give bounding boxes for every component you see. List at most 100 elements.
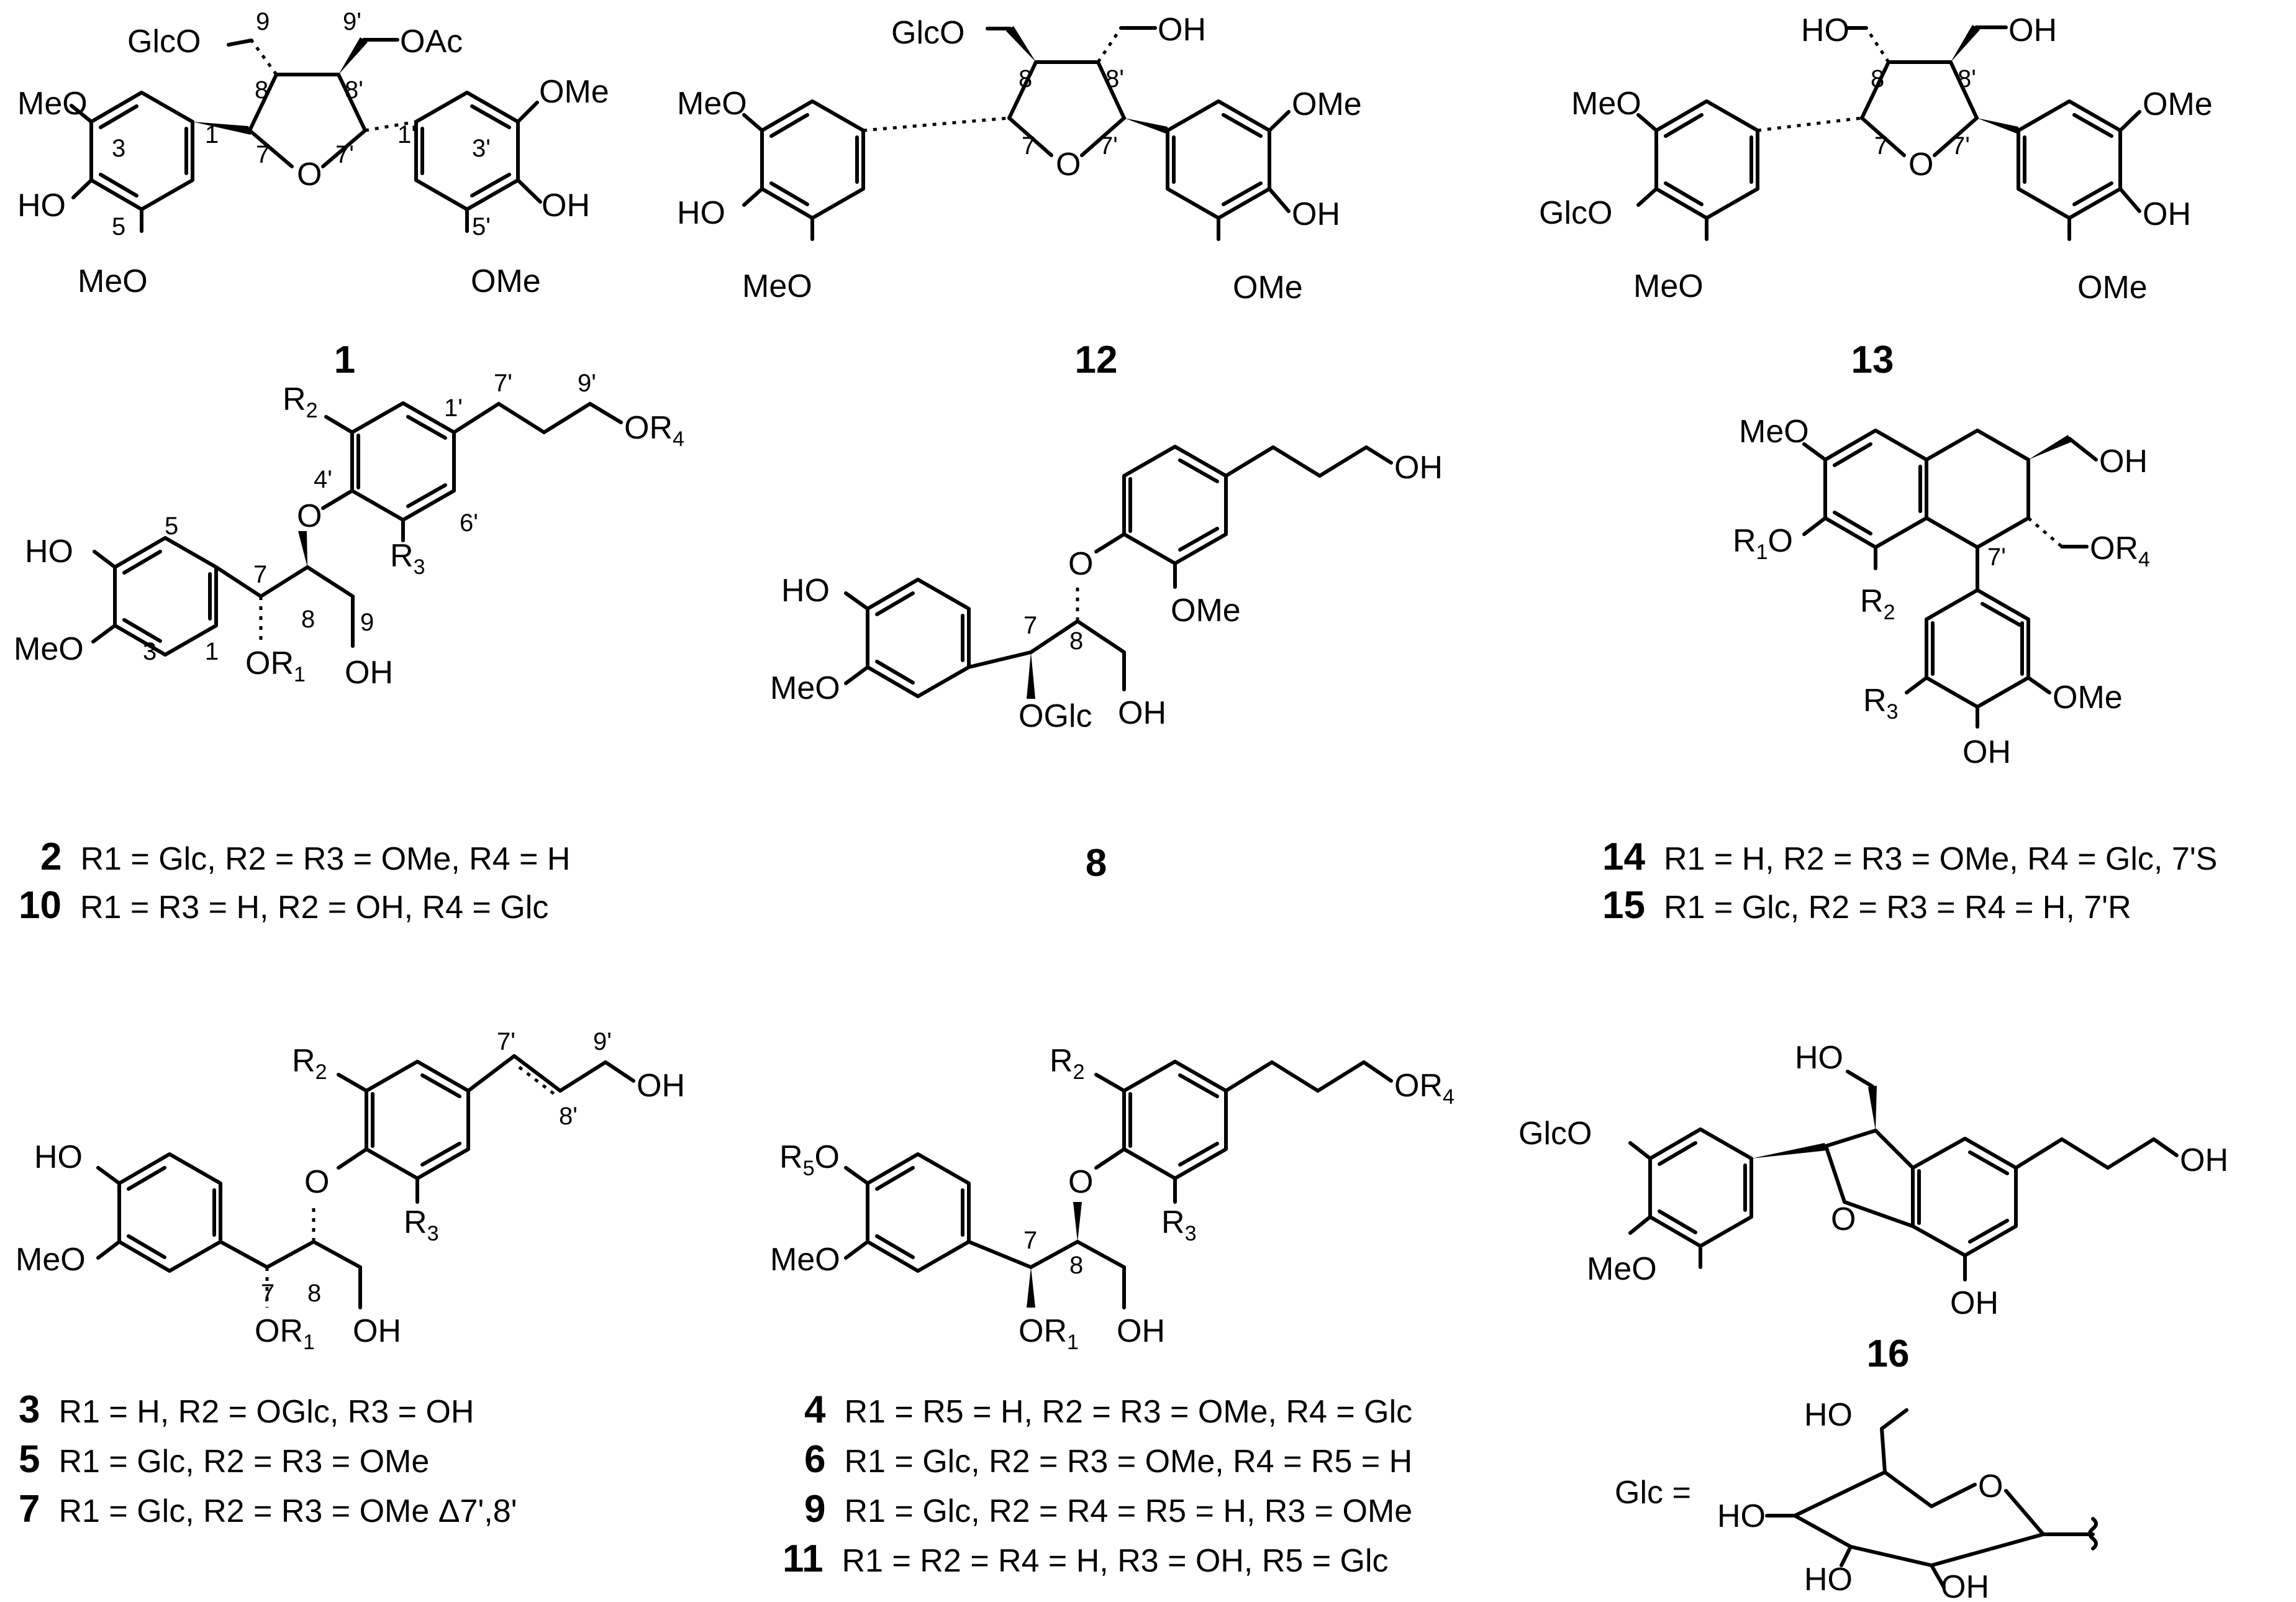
label-oac: OAc xyxy=(400,24,463,60)
label-oh-9: OH xyxy=(1118,695,1166,731)
label-ome-3p: OMe xyxy=(1292,86,1362,122)
label-ho-4: HO xyxy=(677,195,725,231)
label-ome-5p: OMe xyxy=(2077,270,2148,306)
label-oh-9: OH xyxy=(353,1313,401,1349)
num-7p: 7' xyxy=(1987,544,2006,571)
num-7p: 7' xyxy=(1099,132,1118,160)
label-meo-5: MeO xyxy=(742,268,812,304)
label-r3: R3 xyxy=(1161,1204,1196,1245)
num-9p: 9' xyxy=(578,370,596,397)
label-meo-3: MeO xyxy=(770,670,840,706)
compound-id-12: 12 xyxy=(1075,339,1118,381)
label-oh-9p: OH xyxy=(1158,12,1206,48)
num-8: 8 xyxy=(1069,1252,1083,1279)
compound-12: GlcO OH MeO HO MeO OMe OH OMe O 8 8' 7 7… xyxy=(677,12,1362,381)
label-ho-4: HO xyxy=(25,534,73,570)
label-or1: OR1 xyxy=(255,1313,315,1354)
label-ring-o: O xyxy=(1831,1201,1856,1237)
label-ether-o: O xyxy=(304,1164,329,1200)
num-7: 7 xyxy=(1023,612,1037,639)
num-1p: 1' xyxy=(397,121,416,148)
label-ho-4: HO xyxy=(17,188,66,224)
label-oglc: OGlc xyxy=(1019,698,1092,734)
num-8p: 8' xyxy=(1958,65,1976,93)
glc-ring-o: O xyxy=(1978,1468,2003,1504)
num-5: 5 xyxy=(112,213,125,240)
num-7: 7 xyxy=(1022,132,1035,160)
label-ho-4: HO xyxy=(34,1139,83,1175)
glc-oh-2: OH xyxy=(1941,1569,1989,1602)
label-meo-3: MeO xyxy=(14,631,84,667)
label-oh-9: OH xyxy=(2099,444,2148,480)
num-3: 3 xyxy=(143,638,157,665)
label-meo-3: MeO xyxy=(1571,86,1641,122)
label-meo: MeO xyxy=(1739,414,1809,450)
glc-ho-6: HO xyxy=(1804,1397,1853,1433)
label-r2: R2 xyxy=(292,1043,327,1084)
label-ho-4: HO xyxy=(781,573,830,609)
label-oh-4p: OH xyxy=(1292,196,1340,232)
num-7: 7 xyxy=(1874,132,1888,160)
label-glco: GlcO xyxy=(1518,1116,1592,1152)
label-r2: R2 xyxy=(283,381,317,422)
num-8: 8 xyxy=(1019,65,1032,93)
num-7: 7 xyxy=(253,561,267,588)
num-7: 7 xyxy=(1023,1227,1037,1254)
label-oh-4p: OH xyxy=(2143,196,2191,232)
label-ome-3p: OMe xyxy=(2143,86,2213,122)
num-7p: 7' xyxy=(497,1028,515,1055)
label-r3: R3 xyxy=(390,538,425,579)
label-or4: OR4 xyxy=(624,410,684,451)
glc-equals-label: Glc = xyxy=(1615,1475,1691,1511)
num-8: 8 xyxy=(307,1280,321,1307)
num-7: 7 xyxy=(256,141,270,168)
compound-8: HO MeO O OMe OGlc OH OH 7 8 8 xyxy=(770,445,1443,885)
label-meo: MeO xyxy=(1587,1251,1657,1287)
label-r1o: R1O xyxy=(1733,523,1793,564)
glc-definition: Glc = HO HO HO OH O xyxy=(1615,1397,2098,1602)
num-8p: 8' xyxy=(345,76,363,104)
label-ether-o: O xyxy=(297,498,322,534)
label-oh-9: OH xyxy=(345,655,393,691)
label-ring-o: O xyxy=(1056,147,1081,183)
num-9: 9 xyxy=(256,8,270,35)
num-5p: 5' xyxy=(472,213,491,240)
label-glco-4: GlcO xyxy=(1539,195,1612,231)
num-1: 1 xyxy=(205,121,219,148)
label-r2: R2 xyxy=(1860,583,1895,624)
num-9p: 9' xyxy=(343,8,361,35)
compound-1: GlcO OAc MeO HO MeO OMe OH OMe O 9 9' 8 … xyxy=(17,8,609,381)
num-8: 8 xyxy=(301,606,315,633)
label-oh: OH xyxy=(1962,734,2011,770)
num-7p: 7' xyxy=(335,141,354,168)
num-1p: 1' xyxy=(444,394,463,422)
num-7: 7 xyxy=(261,1280,275,1307)
label-glco: GlcO xyxy=(891,15,964,51)
label-ether-o: O xyxy=(1068,546,1093,582)
label-meo-5: MeO xyxy=(1633,268,1704,304)
num-7p: 7' xyxy=(1951,132,1970,160)
num-7p: 7' xyxy=(494,370,512,397)
num-1: 1 xyxy=(205,638,219,665)
compound-id-8: 8 xyxy=(1086,842,1107,885)
compound-2-10: HO MeO R2 R3 O OR1 OH OR4 5 3 1 7 8 9 4'… xyxy=(14,370,684,927)
label-ring-o: O xyxy=(1908,147,1933,183)
label-r3: R3 xyxy=(1863,683,1898,724)
label-or1: OR1 xyxy=(245,645,306,686)
num-8p: 8' xyxy=(1105,65,1124,93)
label-ome-5p: OMe xyxy=(471,263,541,299)
label-oh-9p: OH xyxy=(2008,12,2057,48)
